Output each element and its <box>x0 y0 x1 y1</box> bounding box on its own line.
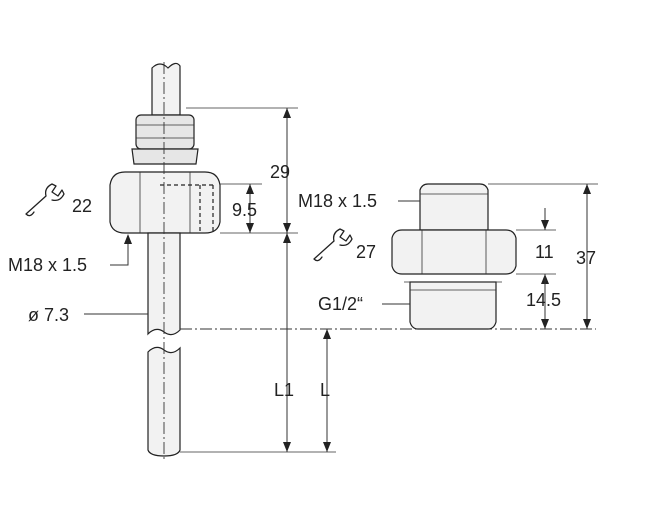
dim-14-5-label: 14.5 <box>526 290 561 310</box>
wrench-icon <box>25 183 65 217</box>
adapter-hex-27 <box>391 229 517 275</box>
wrench-size-label: 27 <box>356 242 376 262</box>
dim-11-label: 11 <box>535 242 554 262</box>
dim-37-label: 37 <box>576 248 596 268</box>
dim-14-5: 14.5 <box>526 274 561 329</box>
thread-g-callout: G1/2“ <box>318 294 410 314</box>
dim-9-5: 9.5 <box>220 183 262 233</box>
probe-stem-lower <box>147 346 181 457</box>
wrench-27-callout: 27 <box>313 228 376 262</box>
dim-L1: L1 <box>180 233 336 453</box>
probe-assembly <box>109 62 221 462</box>
adapter-assembly <box>391 183 517 330</box>
adapter-thread-m18 <box>419 183 489 231</box>
dim-L-label: L <box>320 380 330 400</box>
dim-9-5-label: 9.5 <box>232 200 257 220</box>
adapter-thread-g12 <box>409 281 497 330</box>
coupling-upper <box>135 114 195 150</box>
diameter-label: ø 7.3 <box>28 305 69 325</box>
thread-right-label: M18 x 1.5 <box>298 191 377 211</box>
thread-right-callout: M18 x 1.5 <box>298 191 420 211</box>
cable-top <box>151 62 181 116</box>
dim-29-label: 29 <box>270 162 290 182</box>
hex-nut-22 <box>109 171 221 234</box>
thread-label: M18 x 1.5 <box>8 255 87 275</box>
dim-11: 11 <box>516 208 556 284</box>
diameter-callout: ø 7.3 <box>28 305 148 325</box>
wrench-22-callout: 22 <box>25 183 92 217</box>
wrench-icon <box>313 228 353 262</box>
dim-L1-label: L1 <box>274 380 294 400</box>
dim-37: 37 <box>488 183 598 329</box>
coupling-collar <box>131 148 199 165</box>
thread-g-label: G1/2“ <box>318 294 363 314</box>
thread-left-callout: M18 x 1.5 <box>8 234 132 275</box>
wrench-size-label: 22 <box>72 196 92 216</box>
dim-29: 29 <box>186 107 298 234</box>
dim-L: L <box>320 329 331 452</box>
